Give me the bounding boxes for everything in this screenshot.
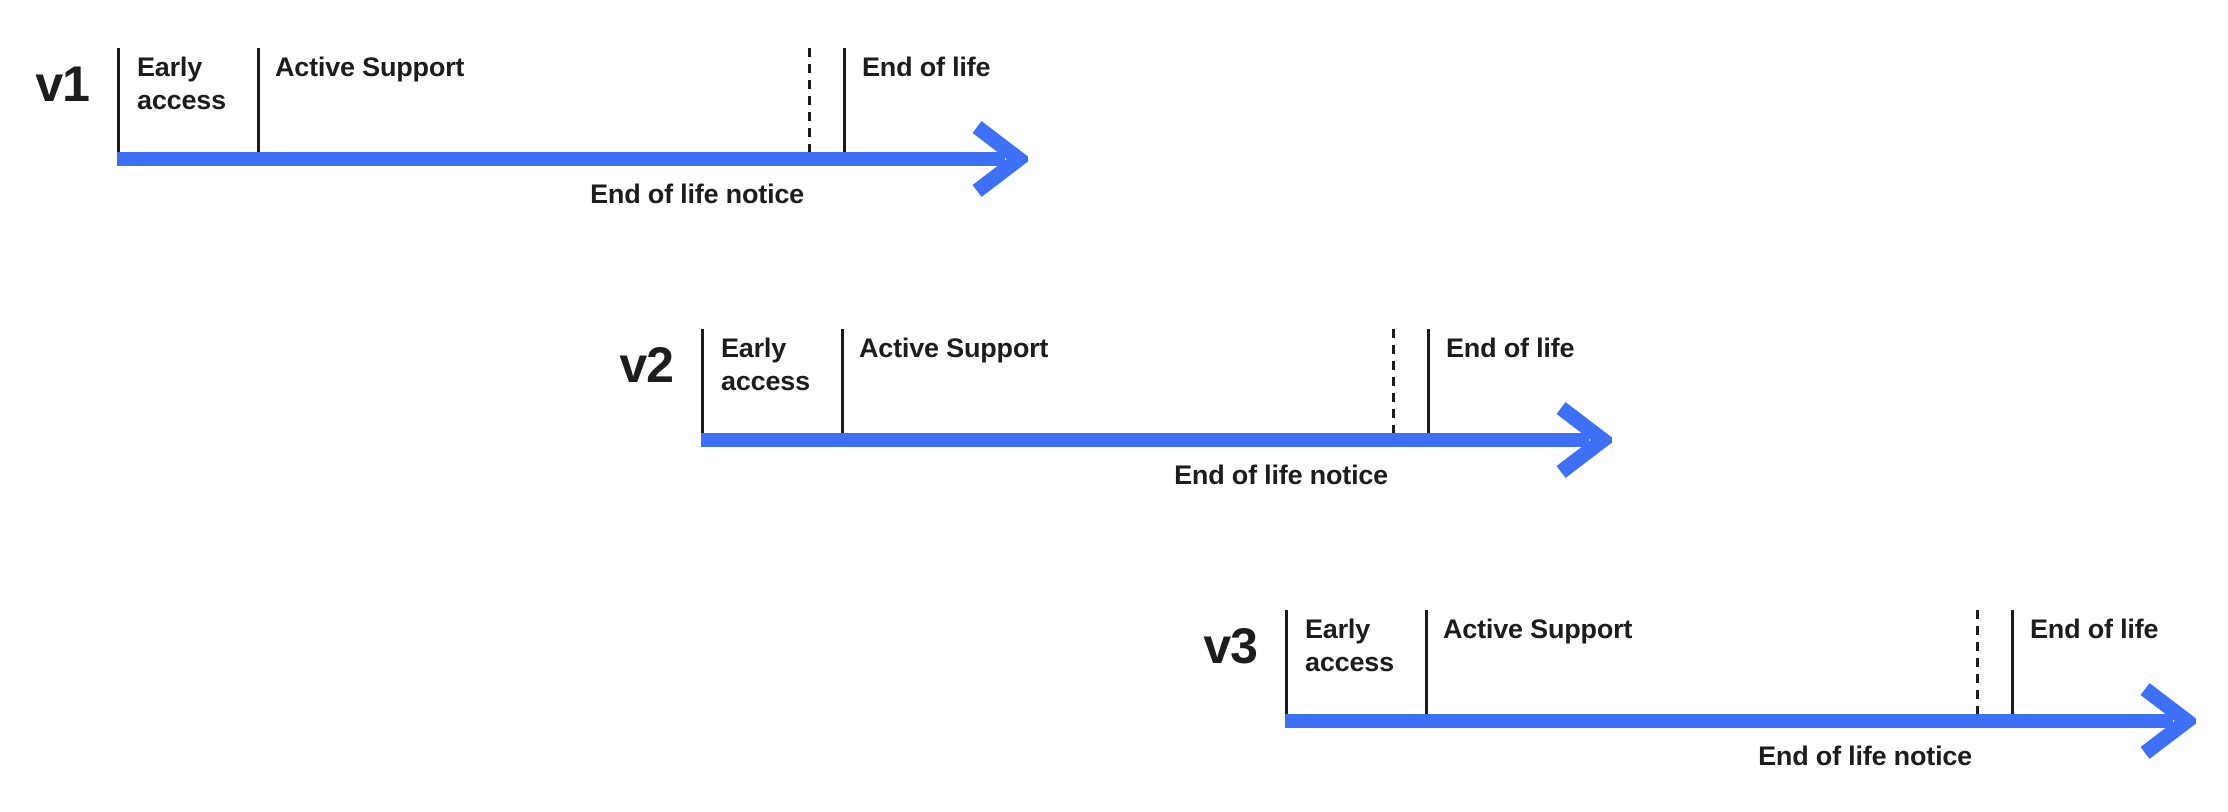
- version-label-v1: v1: [35, 56, 90, 112]
- early-access-label: Early access: [137, 52, 226, 115]
- end-of-life-label: End of life: [2030, 614, 2159, 644]
- early-access-start-tick: [117, 48, 120, 152]
- active-support-label: Active Support: [275, 52, 465, 82]
- end-of-life-tick: [1427, 329, 1430, 433]
- active-support-start-tick: [1425, 610, 1428, 714]
- arrow-right-icon: [972, 121, 1028, 197]
- version-label-v2: v2: [619, 337, 674, 393]
- early-access-label: Early access: [721, 333, 810, 396]
- active-support-label: Active Support: [1443, 614, 1633, 644]
- end-of-life-notice-label: End of life notice: [590, 179, 804, 209]
- active-support-start-tick: [257, 48, 260, 152]
- end-of-life-notice-label: End of life notice: [1174, 460, 1388, 490]
- end-of-life-notice-dashed-line: [1392, 329, 1395, 433]
- timeline-v3: v3 Early access Active Support End of li…: [1203, 610, 2228, 790]
- timeline-arrow-bar: [117, 152, 1005, 166]
- timeline-v1: v1 Early access Active Support End of li…: [35, 48, 1077, 228]
- end-of-life-notice-dashed-line: [808, 48, 811, 152]
- arrow-right-icon: [2140, 683, 2196, 759]
- early-access-label: Early access: [1305, 614, 1394, 677]
- end-of-life-notice-label: End of life notice: [1758, 741, 1972, 771]
- active-support-start-tick: [841, 329, 844, 433]
- early-access-start-tick: [1285, 610, 1288, 714]
- timeline-v2: v2 Early access Active Support End of li…: [619, 329, 1661, 509]
- active-support-label: Active Support: [859, 333, 1049, 363]
- arrow-right-icon: [1556, 402, 1612, 478]
- end-of-life-notice-dashed-line: [1976, 610, 1979, 714]
- timeline-arrow-bar: [701, 433, 1589, 447]
- end-of-life-label: End of life: [1446, 333, 1575, 363]
- end-of-life-tick: [2011, 610, 2014, 714]
- early-access-start-tick: [701, 329, 704, 433]
- timeline-arrow-bar: [1285, 714, 2173, 728]
- end-of-life-label: End of life: [862, 52, 991, 82]
- version-label-v3: v3: [1203, 618, 1258, 674]
- end-of-life-tick: [843, 48, 846, 152]
